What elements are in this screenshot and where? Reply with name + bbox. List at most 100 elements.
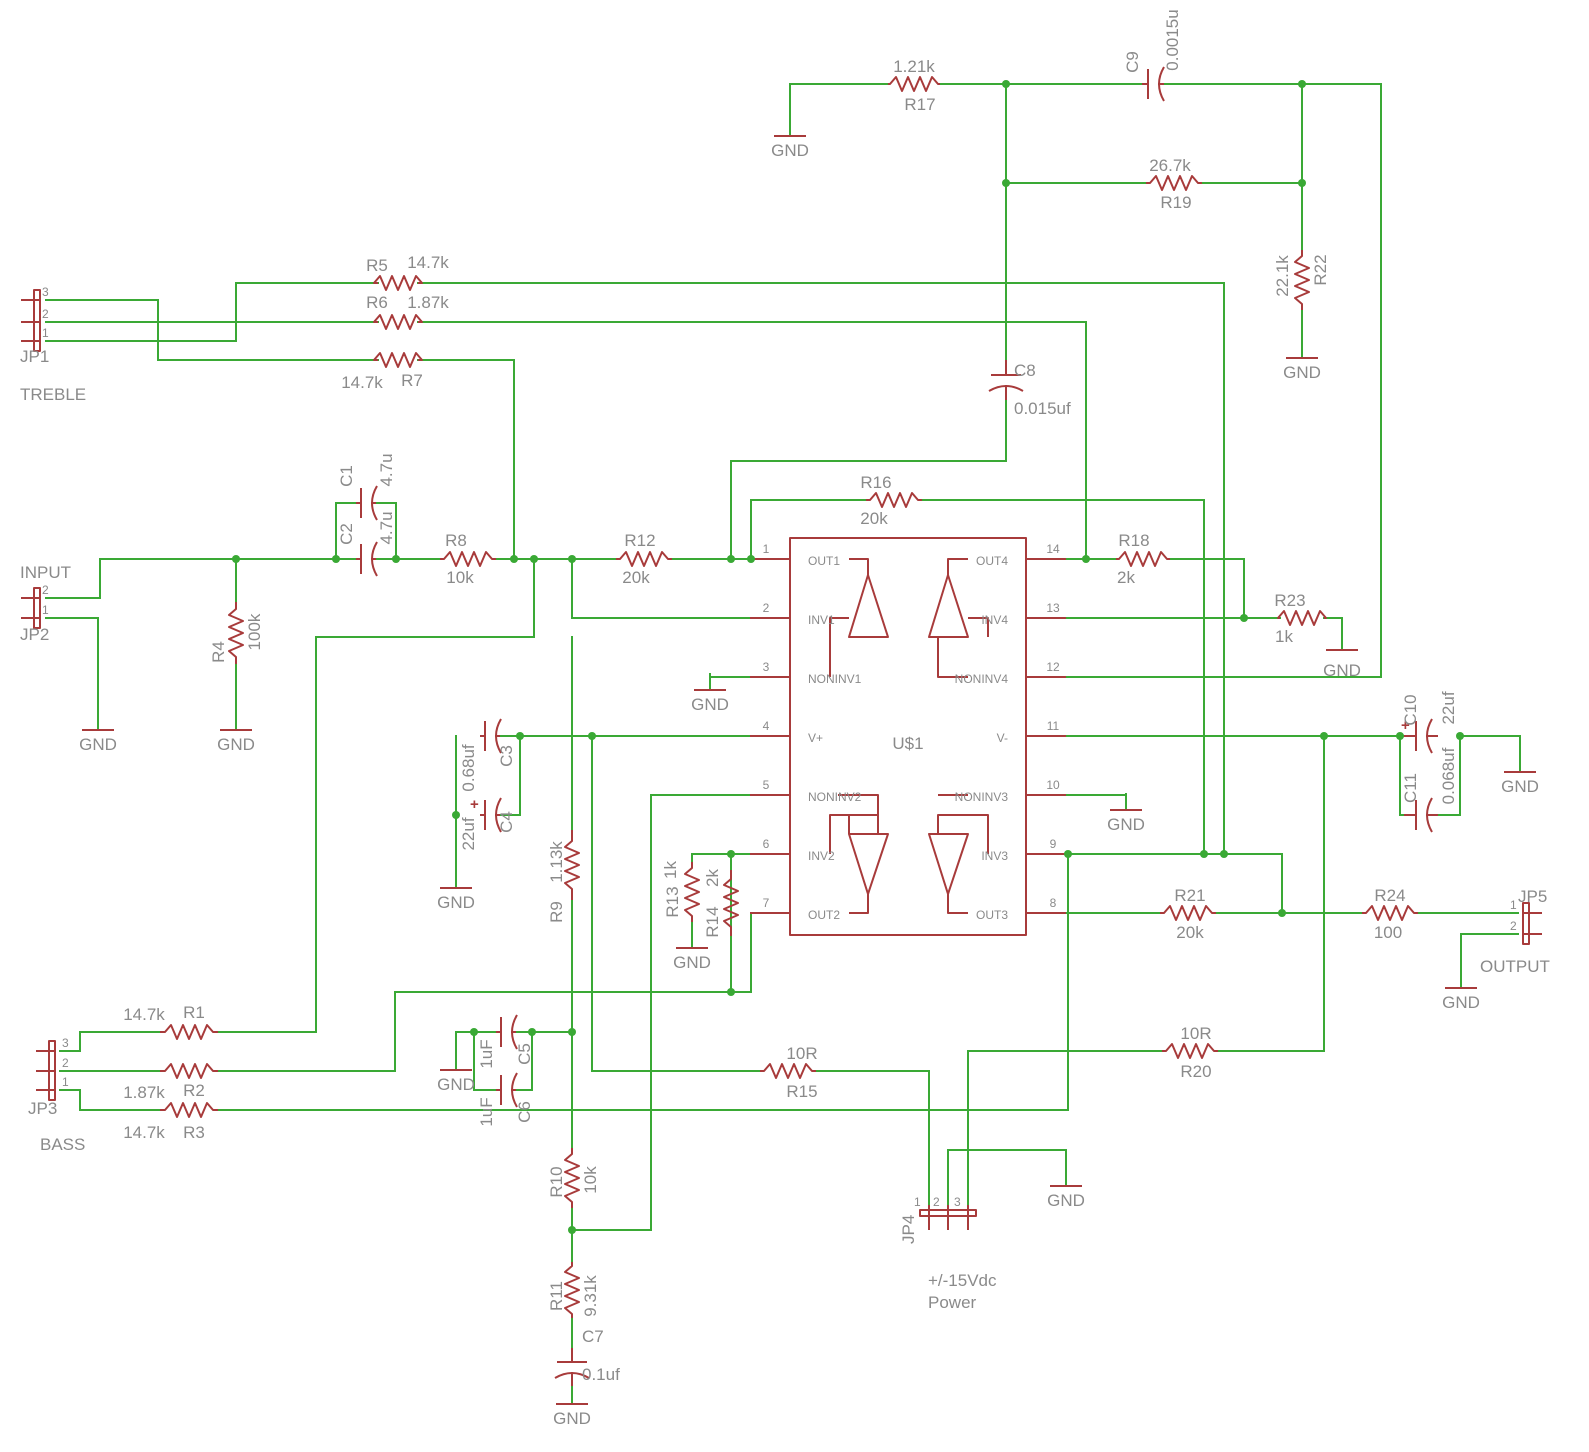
resistor-r3	[160, 1102, 218, 1118]
connector-jp1	[21, 289, 41, 352]
connector-pin-number: 1	[42, 603, 49, 617]
wire-r18-right	[1169, 558, 1245, 619]
connector-pin-number: 1	[1510, 898, 1517, 912]
value-r15: 10R	[786, 1044, 817, 1063]
value-r22: 22.1k	[1273, 255, 1292, 297]
value-c11: 0.068uf	[1439, 747, 1458, 804]
resistor-r4	[228, 602, 244, 664]
capacitor-c6	[496, 1072, 518, 1108]
junction-dot	[232, 555, 240, 563]
ic-pin-name: OUT3	[976, 908, 1008, 922]
junction-dot	[530, 555, 538, 563]
junction-dot	[727, 850, 735, 858]
capacitor-c11	[1404, 797, 1438, 833]
capacitor-c4: +	[470, 796, 502, 833]
resistor-r1	[160, 1024, 218, 1040]
connector-pin-number: 3	[954, 1195, 961, 1209]
ref-r14: R14	[703, 906, 722, 937]
ic-ref-label: U$1	[892, 734, 923, 753]
ic-pin-name: INV4	[981, 613, 1008, 627]
junction-dot	[452, 811, 460, 819]
junction-dot	[470, 1028, 478, 1036]
junctions	[232, 80, 1464, 1234]
capacitor-c2	[356, 541, 378, 577]
value-r10: 10k	[581, 1166, 600, 1194]
ref-c7: C7	[582, 1327, 604, 1346]
capacitor-c7	[554, 1348, 590, 1386]
value-c4: 22uf	[459, 817, 478, 850]
ground-symbol	[1445, 971, 1477, 989]
ref-c2: C2	[337, 523, 356, 545]
value-c3: 0.68uf	[459, 744, 478, 792]
ref-r15: R15	[786, 1082, 817, 1101]
resistor-r18	[1116, 551, 1170, 567]
ref-r13: R13	[663, 886, 682, 917]
ic-pin-name: INV1	[808, 613, 835, 627]
junction-dot	[1064, 850, 1072, 858]
value-r11: 9.31k	[581, 1275, 600, 1317]
ref-r11: R11	[547, 1281, 566, 1311]
ic-pin-number: 1	[763, 542, 770, 556]
junction-dot	[568, 1226, 576, 1234]
label-jp4: +/-15Vdc	[928, 1271, 997, 1290]
ref-c6: C6	[515, 1101, 534, 1123]
ground-symbol	[1326, 633, 1358, 651]
capacitor-c8	[988, 360, 1024, 400]
ic-pin-number: 8	[1050, 896, 1057, 910]
junction-dot	[568, 1028, 576, 1036]
wire-r15-jp4	[815, 1070, 930, 1211]
ground-label: GND	[1442, 993, 1480, 1012]
wire-vminus-r20	[1217, 735, 1325, 1052]
resistor-r11	[564, 1262, 580, 1318]
ref-c11: C11	[1401, 773, 1420, 803]
wire-node-r1	[217, 558, 535, 1033]
wire-out2	[730, 912, 791, 993]
junction-dot	[1220, 850, 1228, 858]
wire-inv1	[571, 558, 791, 619]
ground-label: GND	[1323, 661, 1361, 680]
wire-jp3-3-r1	[59, 1031, 161, 1052]
value-r8: 10k	[446, 568, 474, 587]
ref-c1: C1	[337, 465, 356, 487]
junction-dot	[516, 732, 524, 740]
wire-jp3-1-r3	[59, 1089, 161, 1111]
ref-jp3: JP3	[28, 1099, 57, 1118]
ground-label: GND	[217, 735, 255, 754]
junction-dot	[1002, 179, 1010, 187]
junction-dot	[1456, 732, 1464, 740]
ic-pin-name: OUT2	[808, 908, 840, 922]
ic-u1	[750, 537, 1066, 936]
wire-input-gnd	[45, 617, 99, 731]
ic-pin-name: NONINV2	[808, 790, 862, 804]
ic-pin-name: V-	[997, 731, 1008, 745]
ic-pin-number: 7	[763, 896, 770, 910]
wire-r20-jp4	[967, 1050, 1163, 1211]
resistor-r8	[440, 551, 496, 567]
capacitor-c9	[1142, 66, 1165, 102]
wire-inv3-r3	[217, 853, 1069, 1111]
ic-pin-name: OUT1	[808, 554, 840, 568]
ground-symbol	[694, 673, 726, 691]
capacitor-c3	[480, 718, 502, 754]
ground-label: GND	[1501, 777, 1539, 796]
ref-r1: R1	[183, 1003, 205, 1022]
value-r18: 2k	[1117, 568, 1135, 587]
value-r5: 14.7k	[407, 253, 449, 272]
ref-r9: R9	[547, 901, 566, 923]
ref-c9: C9	[1123, 51, 1142, 73]
ic-pin-number: 11	[1047, 719, 1060, 733]
ref-r17: R17	[904, 95, 935, 114]
value-c2: 4.7u	[377, 511, 396, 544]
wire-r16-left	[750, 499, 867, 560]
ic-pin-number: 5	[763, 778, 770, 792]
junction-dot	[1278, 909, 1286, 917]
junction-dot	[1240, 614, 1248, 622]
resistor-r24	[1362, 905, 1418, 921]
wires	[45, 83, 1521, 1405]
connector-pin-number: 1	[62, 1075, 69, 1089]
ref-r8: R8	[445, 531, 467, 550]
connector-pin-number: 2	[42, 583, 49, 597]
wire-jp5-gnd	[1460, 933, 1519, 989]
value-r19: 26.7k	[1149, 156, 1191, 175]
value-c9: 0.0015u	[1163, 9, 1182, 70]
